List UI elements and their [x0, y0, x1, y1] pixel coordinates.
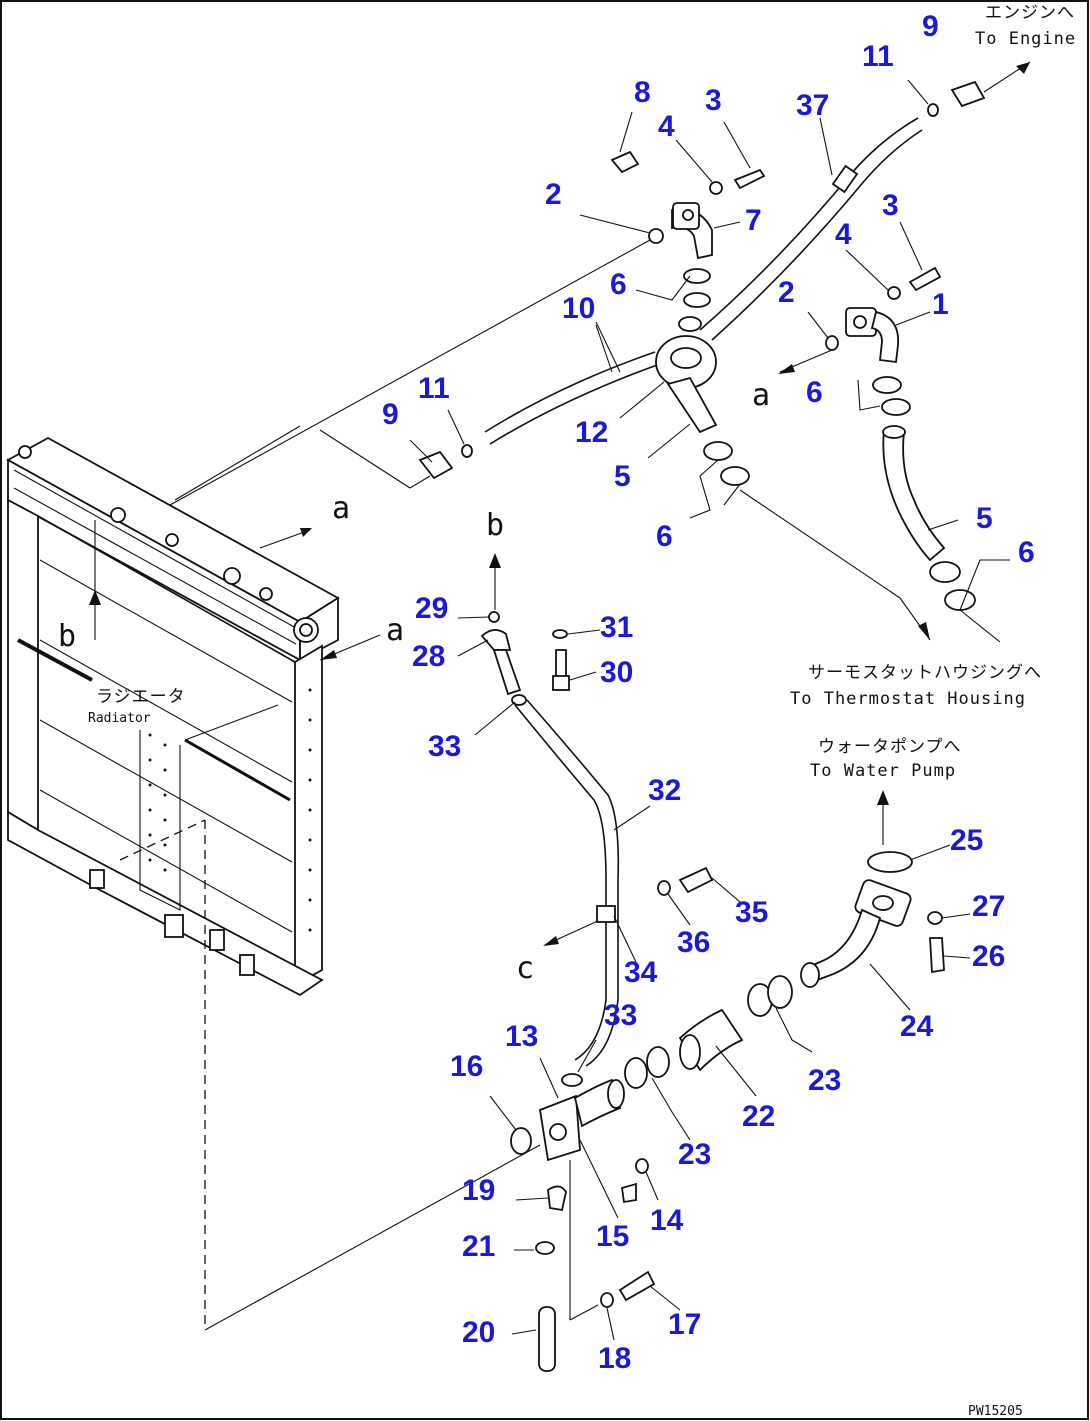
- callout-2-right: 2: [778, 276, 795, 309]
- callout-numbers: 9 11 37 8 3 4 2 7 3 4 6 10 2 1 6 11 9 12…: [382, 10, 1035, 1375]
- callout-33-bottom: 33: [604, 999, 637, 1032]
- drawing-number: PW15205: [968, 1404, 1023, 1419]
- callout-11-top: 11: [862, 40, 894, 73]
- direction-letter-a-mid: a: [752, 378, 770, 413]
- thermostat-en: To Thermostat Housing: [790, 689, 1026, 709]
- direction-letter-b-top: b: [486, 508, 504, 543]
- callout-16: 16: [450, 1050, 483, 1083]
- callout-35: 35: [735, 896, 768, 929]
- callout-4-right: 4: [835, 218, 852, 251]
- callout-22: 22: [742, 1100, 775, 1133]
- callout-24: 24: [900, 1010, 934, 1043]
- callout-6-c: 6: [656, 520, 673, 553]
- callout-1: 1: [932, 288, 949, 321]
- callout-9-top: 9: [922, 10, 939, 43]
- callout-33-top: 33: [428, 730, 461, 763]
- callout-20: 20: [462, 1316, 495, 1349]
- callout-17: 17: [668, 1308, 701, 1341]
- callout-15: 15: [596, 1220, 629, 1253]
- callout-6-d: 6: [1018, 536, 1035, 569]
- radiator: [6, 436, 340, 997]
- callout-5-left: 5: [614, 460, 631, 493]
- callout-11-left: 11: [418, 372, 450, 405]
- direction-letter-b-side: b: [58, 619, 76, 654]
- callout-23-left: 23: [678, 1138, 711, 1171]
- direction-arrows: [89, 349, 889, 946]
- radiator-jp: ラジエータ: [96, 687, 186, 707]
- callout-34: 34: [624, 956, 658, 989]
- callout-28: 28: [412, 640, 445, 673]
- callout-7: 7: [745, 204, 762, 237]
- callout-27: 27: [972, 890, 1005, 923]
- callout-19: 19: [462, 1174, 495, 1207]
- upper-leader-lines: [409, 79, 1010, 611]
- callout-2-top: 2: [545, 178, 562, 211]
- callout-18: 18: [598, 1342, 631, 1375]
- to-engine-en: To Engine: [975, 29, 1076, 49]
- callout-3-right: 3: [882, 189, 899, 222]
- direction-letter-a-side: a: [386, 613, 404, 648]
- callout-12: 12: [575, 416, 608, 449]
- water-pump-en: To Water Pump: [810, 761, 956, 781]
- lower-hose-assembly: [480, 611, 945, 1372]
- callout-30: 30: [600, 656, 633, 689]
- callout-36: 36: [677, 926, 710, 959]
- routing-lines: [169, 239, 1001, 741]
- lower-leader-lines: [457, 616, 971, 1341]
- callout-14: 14: [650, 1204, 684, 1237]
- thermostat-jp: サーモスタットハウジングへ: [808, 663, 1042, 683]
- reference-bracket: [119, 819, 541, 1331]
- direction-letter-a-top: a: [332, 491, 350, 526]
- callout-9-left: 9: [382, 398, 399, 431]
- callout-8: 8: [634, 76, 651, 109]
- callout-10: 10: [562, 292, 595, 325]
- callout-13: 13: [505, 1020, 538, 1053]
- to-engine-jp: エンジンへ: [985, 3, 1075, 23]
- direction-letter-c: c: [516, 951, 534, 986]
- callout-21: 21: [462, 1230, 495, 1263]
- callout-25: 25: [950, 824, 983, 857]
- callout-29: 29: [415, 592, 448, 625]
- callout-23-right: 23: [808, 1064, 841, 1097]
- callout-32: 32: [648, 774, 681, 807]
- callout-6-b: 6: [806, 376, 823, 409]
- callout-3-top: 3: [705, 84, 722, 117]
- callout-26: 26: [972, 940, 1005, 973]
- radiator-en: Radiator: [88, 711, 151, 726]
- callout-31: 31: [600, 611, 633, 644]
- callout-37: 37: [796, 89, 829, 122]
- callout-6-a: 6: [610, 268, 627, 301]
- callout-5-right: 5: [976, 502, 993, 535]
- callout-4-top: 4: [658, 110, 675, 143]
- upper-hose-assembly: [418, 61, 1031, 611]
- water-pump-jp: ウォータポンプへ: [818, 737, 962, 757]
